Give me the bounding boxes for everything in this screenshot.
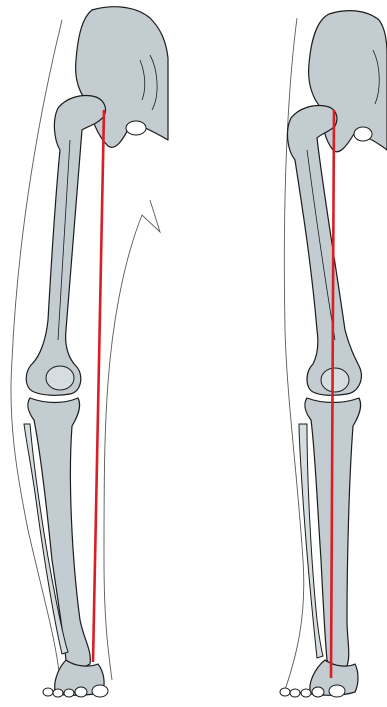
left-toe-4 — [75, 687, 87, 697]
right-leg-panel — [255, 0, 387, 707]
left-toe-2 — [53, 689, 63, 697]
right-toe-1 — [280, 688, 290, 696]
right-leg-drawing — [255, 0, 387, 707]
left-toe-1 — [43, 688, 53, 696]
right-toe-5 — [329, 685, 345, 697]
right-toe-4 — [312, 687, 324, 697]
left-toe-5 — [92, 685, 108, 697]
left-femur — [26, 96, 105, 396]
left-mechanical-axis-line — [93, 110, 104, 662]
left-leg-drawing — [0, 0, 170, 707]
left-obturator-foramen — [126, 121, 146, 135]
left-toe-3 — [64, 689, 74, 697]
right-obturator-foramen — [354, 127, 372, 141]
left-leg-panel — [0, 0, 170, 707]
right-toe-3 — [301, 689, 311, 697]
left-patella — [46, 366, 74, 390]
right-patella — [321, 368, 349, 392]
right-femur — [288, 106, 362, 396]
left-inner-thigh-outline — [104, 200, 160, 680]
right-toe-2 — [290, 689, 300, 697]
